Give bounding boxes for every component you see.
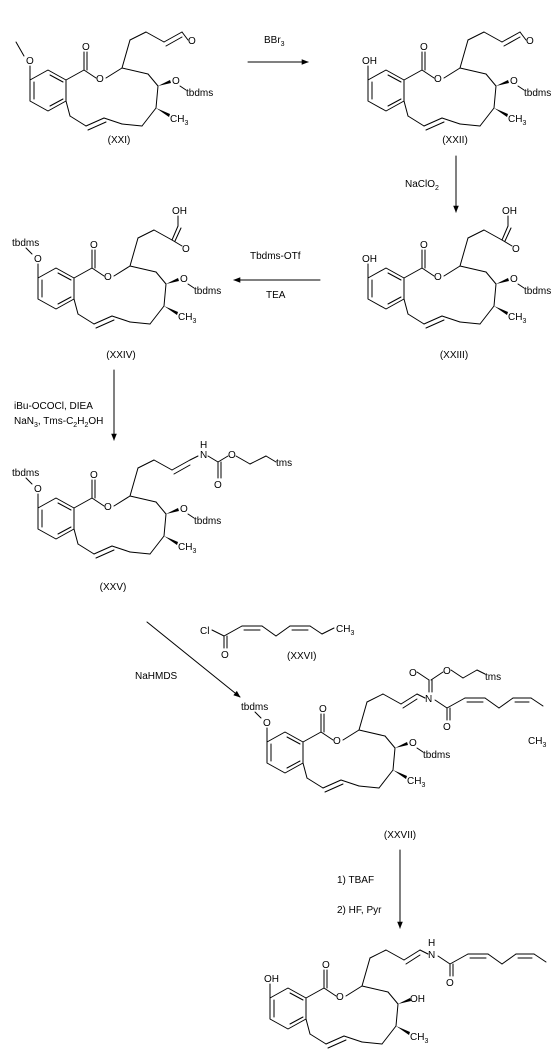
atom-o-amide: O	[446, 978, 454, 989]
label-tbdms: tbdms	[186, 88, 213, 99]
label-ch3: CH3	[410, 1032, 428, 1045]
atom-o-methoxy: O	[26, 56, 34, 67]
atom-o-carbonyl: O	[420, 42, 428, 53]
label-ch3: CH3	[178, 312, 196, 325]
label-tbdms: tbdms	[194, 516, 221, 527]
atom-o-silyl-ether: O	[180, 504, 188, 515]
reagent-step1: BBr3	[264, 35, 285, 48]
label-ch3: CH3	[508, 114, 526, 127]
atom-o-silyl-ether: O	[180, 274, 188, 285]
atom-o-silyl-ether: O	[510, 76, 518, 87]
atom-h: H	[200, 440, 207, 451]
label-ch3: CH3	[407, 776, 425, 789]
atom-o-acid: O	[512, 244, 520, 255]
compound-xxii: OH O O O O tbdms CH3	[362, 31, 551, 131]
label-xxiii: (XXIII)	[440, 350, 468, 361]
atom-o-ester: O	[333, 736, 341, 747]
atom-o-ester: O	[434, 74, 442, 85]
label-ch3-xxvii-tail: CH3	[528, 736, 546, 749]
compound-xxvi: Cl O CH3	[200, 624, 354, 661]
atom-n: N	[200, 450, 207, 461]
atom-o-carbonyl: O	[420, 240, 428, 251]
atom-o-silyl-ether: O	[510, 274, 518, 285]
reagent-step4-line1: iBu-OCOCl, DIEA	[14, 401, 93, 412]
atom-o-carbonyl: O	[90, 240, 98, 251]
label-xxi: (XXI)	[108, 135, 131, 146]
atom-o-aldehyde: O	[526, 36, 534, 47]
label-ch3: CH3	[508, 312, 526, 325]
atom-oh-acid: OH	[172, 206, 187, 217]
atom-oh-acid: OH	[502, 206, 517, 217]
atom-oh-phenol: OH	[362, 56, 377, 67]
label-tms: tms	[276, 458, 292, 469]
atom-o-ester: O	[104, 272, 112, 283]
reagent-step2: NaClO2	[405, 179, 439, 192]
reagent-step6-line2: 2) HF, Pyr	[337, 905, 382, 916]
atom-o-carbonyl: O	[322, 960, 330, 971]
reagent-step6-line1: 1) TBAF	[337, 875, 374, 886]
atom-o-ester: O	[434, 272, 442, 283]
label-tbdms-phenol: tbdms	[12, 468, 39, 479]
reagent-step3-line1: Tbdms-OTf	[250, 251, 301, 262]
atom-o-carbamate: O	[443, 666, 451, 677]
atom-o-acid: O	[182, 244, 190, 255]
compound-final: N H O OH O O OH CH3	[264, 938, 547, 1049]
compound-xxi: O O O O O tbdms CH3	[15, 31, 213, 131]
label-tbdms-phenol: tbdms	[12, 238, 39, 249]
compound-xxvii: N O O tms O O	[241, 666, 544, 793]
atom-o-carbamate-co: O	[409, 668, 417, 679]
compound-xxiv: O tbdms O O OH O O tbdms CH3	[12, 206, 221, 329]
label-xxvi: (XXVI)	[287, 651, 316, 662]
atom-o-ester: O	[336, 992, 344, 1003]
atom-oh-phenol: OH	[264, 974, 279, 985]
atom-oh-alcohol: OH	[410, 994, 425, 1005]
compound-xxiii: OH O O OH O O tbdms CH3	[362, 206, 551, 329]
atom-o-ester: O	[104, 502, 112, 513]
label-ch3: CH3	[178, 542, 196, 555]
atom-o-phenol: O	[34, 484, 42, 495]
label-xxvii: (XXVII)	[384, 830, 416, 841]
label-xxiv: (XXIV)	[106, 350, 135, 361]
label-tms: tms	[485, 672, 501, 683]
label-ch3: CH3	[170, 114, 188, 127]
atom-n: N	[428, 950, 435, 961]
atom-h: H	[428, 938, 435, 949]
atom-o-carbonyl: O	[319, 704, 327, 715]
arrow-step5	[146, 621, 241, 698]
reagent-step3-line2: TEA	[266, 290, 286, 301]
label-tbdms: tbdms	[194, 286, 221, 297]
label-tbdms: tbdms	[524, 286, 551, 297]
atom-o-phenol: O	[34, 254, 42, 265]
label-tbdms: tbdms	[524, 88, 551, 99]
atom-o-silyl-ether: O	[409, 738, 417, 749]
label-tbdms-phenol: tbdms	[241, 702, 268, 713]
atom-o-carbamate: O	[228, 450, 236, 461]
label-xxv: (XXV)	[100, 582, 127, 593]
atom-o-amide: O	[443, 722, 451, 733]
atom-oh-phenol: OH	[362, 254, 377, 265]
label-ch3: CH3	[336, 624, 354, 637]
atom-o-acyl: O	[221, 650, 229, 661]
atom-cl: Cl	[200, 626, 209, 637]
atom-o-aldehyde: O	[188, 36, 196, 47]
label-xxii: (XXII)	[442, 135, 468, 146]
reagent-step5: NaHMDS	[135, 671, 178, 682]
reagent-step4-line2: NaN3, Tms-C2H2OH	[14, 416, 103, 429]
atom-o-ester: O	[96, 74, 104, 85]
atom-o-carbamate-co: O	[214, 480, 222, 491]
atom-o-phenol: O	[263, 718, 271, 729]
label-tbdms: tbdms	[423, 750, 450, 761]
atom-o-carbonyl: O	[82, 42, 90, 53]
atom-o-silyl-ether: O	[172, 76, 180, 87]
atom-o-carbonyl: O	[90, 470, 98, 481]
compound-xxv: N H O O tms O tbdms O O O tbdms CH3	[12, 440, 292, 559]
atom-n: N	[425, 694, 432, 705]
